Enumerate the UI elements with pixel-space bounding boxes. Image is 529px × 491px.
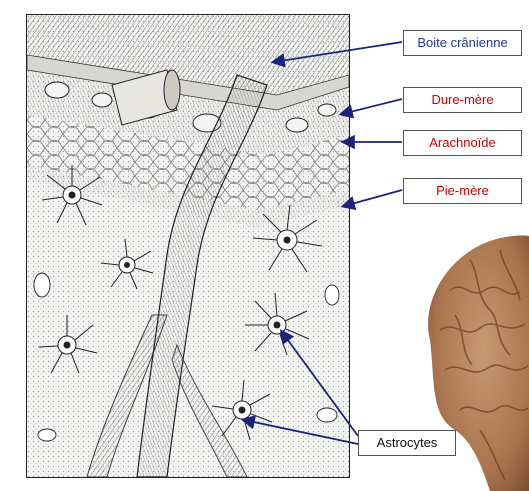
label-pia-text: Pie-mère: [436, 183, 489, 198]
arachnoid-layer: [27, 115, 349, 210]
blood-vessel: [136, 74, 268, 477]
brain-drawing: [428, 235, 529, 491]
label-astrocytes-text: Astrocytes: [376, 435, 438, 450]
astrocytes-arrow-1: [279, 329, 359, 437]
label-dura-text: Dure-mère: [431, 92, 494, 107]
label-skull-text: Boite crânienne: [417, 35, 508, 50]
label-astrocytes: Astrocytes: [358, 430, 456, 456]
dura-layer: [27, 70, 349, 155]
meninges-illustration: [26, 14, 350, 478]
brain-photo: [410, 220, 529, 491]
skull-layer: [27, 15, 349, 95]
label-arachnoid: Arachnoïde: [403, 130, 522, 156]
label-dura: Dure-mère: [403, 87, 522, 113]
label-skull: Boite crânienne: [403, 30, 522, 56]
label-arachnoid-text: Arachnoïde: [429, 135, 496, 150]
skull-arrow: [270, 41, 403, 68]
pia-arrow: [340, 189, 403, 211]
astrocytes-arrow-2: [240, 415, 359, 445]
dura-arrow: [338, 98, 403, 119]
illustration-drawing: [27, 15, 349, 477]
label-pia: Pie-mère: [403, 178, 522, 204]
astrocyte-cells: [38, 165, 323, 441]
